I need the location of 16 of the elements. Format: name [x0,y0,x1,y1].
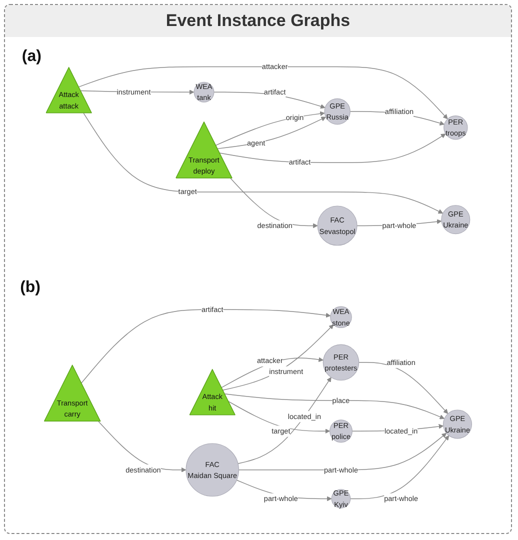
arrow [224,394,445,420]
arrow [228,401,330,434]
arrow [350,435,450,500]
arrow [217,116,326,150]
arrow [219,134,446,164]
panel-label: (b) [20,279,41,298]
arrow [358,362,448,414]
arrow [221,357,324,388]
panel-label: (a) [22,48,42,66]
arrow [214,92,326,109]
arrow [222,324,334,390]
arrow [81,309,331,384]
arrow [215,111,325,146]
arrow [83,112,444,214]
arrow [238,377,332,464]
diagram-title: Event Instance Graphs [5,5,511,37]
